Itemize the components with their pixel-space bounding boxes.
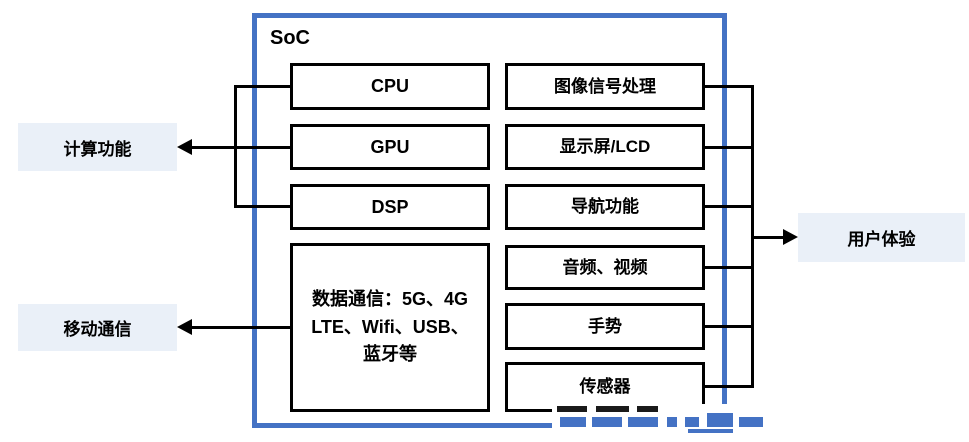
block-data-comm: 数据通信：5G、4G LTE、Wifi、USB、 蓝牙等: [290, 243, 490, 412]
connector-nav-line: [705, 205, 754, 208]
connector-ux-line: [754, 236, 785, 239]
soc-container: SoC: [252, 13, 727, 428]
watermark-fragment: [707, 413, 733, 427]
watermark-fragment: [596, 406, 629, 412]
connector-dsp-line: [234, 205, 292, 208]
watermark-fragment: [560, 417, 586, 427]
block-display-lcd: 显示屏/LCD: [505, 124, 705, 170]
arrow-to-ux-head: [783, 229, 798, 245]
connector-right-bus-line: [751, 85, 754, 388]
connector-left-bus-line: [234, 85, 237, 208]
watermark-fragment: [628, 417, 658, 427]
connector-sensor-line: [705, 385, 754, 388]
block-image-signal-processing: 图像信号处理: [505, 63, 705, 110]
watermark-fragment: [688, 429, 733, 433]
watermark-fragment: [739, 417, 763, 427]
watermark-fragment: [637, 406, 658, 412]
arrow-to-mobile-head: [177, 319, 192, 335]
watermark-fragment: [592, 417, 622, 427]
block-sensor: 传感器: [505, 362, 705, 412]
connector-cpu-line: [234, 85, 292, 88]
connector-mobile-line: [191, 326, 292, 329]
label-mobile-comm: 移动通信: [18, 304, 177, 351]
block-navigation: 导航功能: [505, 184, 705, 230]
connector-isp-line: [705, 85, 754, 88]
block-gpu: GPU: [290, 124, 490, 170]
connector-gpu-line: [191, 146, 292, 149]
block-audio-video: 音频、视频: [505, 245, 705, 290]
label-user-experience: 用户体验: [798, 213, 965, 262]
watermark-fragment: [685, 417, 699, 427]
soc-title: SoC: [270, 27, 310, 49]
connector-lcd-line: [705, 146, 754, 149]
block-dsp: DSP: [290, 184, 490, 230]
arrow-to-compute-head: [177, 139, 192, 155]
watermark-fragment: [557, 406, 587, 412]
connector-av-line: [705, 266, 754, 269]
block-gesture: 手势: [505, 303, 705, 350]
connector-gesture-line: [705, 325, 754, 328]
block-cpu: CPU: [290, 63, 490, 110]
label-compute-function: 计算功能: [18, 123, 177, 171]
watermark-fragment: [667, 417, 677, 427]
